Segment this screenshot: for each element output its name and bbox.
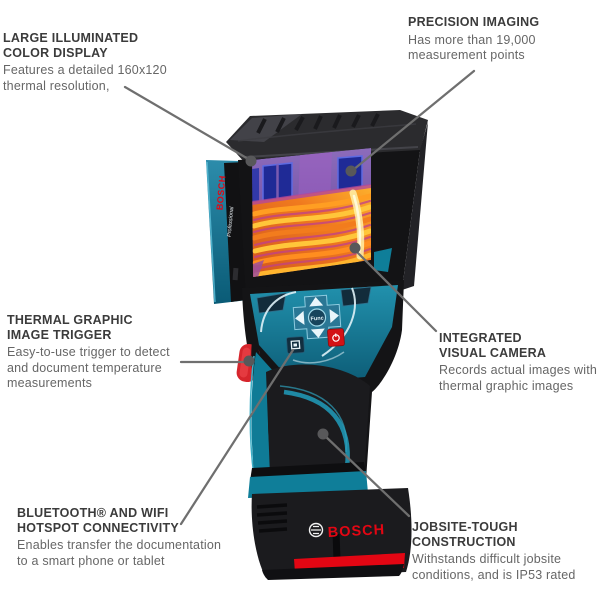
dpad: Func bbox=[292, 294, 342, 340]
callout-trigger-title: THERMAL GRAPHIC IMAGE TRIGGER bbox=[7, 313, 133, 342]
head-right-teal-accent bbox=[374, 248, 392, 272]
head-right-edge bbox=[402, 122, 428, 290]
func-button bbox=[307, 308, 327, 327]
bosch-emblem bbox=[308, 522, 324, 538]
callout-camera-title: INTEGRATED VISUAL CAMERA bbox=[439, 331, 547, 360]
battery-pack: BOSCH bbox=[248, 462, 412, 580]
device-head: BOSCH Professional bbox=[206, 110, 428, 304]
callout-bluetooth-body: Enables transfer the documentation to a … bbox=[17, 538, 222, 568]
handle-swoosh-highlight bbox=[279, 385, 348, 453]
bosch-logo-side: BOSCH bbox=[215, 175, 228, 211]
callout-jobsite-body: Withstands difficult jobsite conditions,… bbox=[412, 552, 576, 582]
callout-trigger-body: Easy-to-use trigger to detect and docume… bbox=[7, 345, 170, 390]
dot-display bbox=[245, 155, 257, 167]
swoosh-outlines bbox=[260, 287, 356, 364]
callout-precision: PRECISION IMAGING Has more than 19,000 m… bbox=[408, 15, 539, 64]
thermal-camera-device: BOSCH Professional bbox=[206, 110, 428, 580]
leader-jobsite bbox=[322, 433, 411, 518]
thermal-floor-fringe bbox=[252, 184, 371, 205]
professional-label-side: Professional bbox=[227, 206, 236, 237]
side-panel-rim bbox=[206, 161, 216, 303]
leader-display bbox=[123, 85, 252, 162]
thermal-display bbox=[252, 148, 371, 277]
dot-precision bbox=[345, 165, 357, 177]
control-panel: Func bbox=[250, 285, 398, 383]
gallery-icon bbox=[290, 340, 301, 350]
dpad-down-arrow bbox=[310, 328, 325, 338]
dot-camera bbox=[349, 242, 361, 254]
callout-camera: INTEGRATED VISUAL CAMERA Records actual … bbox=[439, 331, 597, 394]
callout-jobsite: JOBSITE-TOUGH CONSTRUCTION Withstands di… bbox=[412, 520, 576, 583]
callout-bluetooth: BLUETOOTH® AND WIFI HOTSPOT CONNECTIVITY… bbox=[17, 506, 221, 569]
dpad-left-arrow bbox=[295, 310, 305, 325]
leader-camera bbox=[353, 248, 438, 333]
callout-trigger: THERMAL GRAPHIC IMAGE TRIGGER Easy-to-us… bbox=[7, 313, 170, 392]
callout-display: LARGE ILLUMINATED COLOR DISPLAY Features… bbox=[3, 31, 167, 94]
thermal-window-far-left bbox=[252, 168, 259, 207]
dot-trigger bbox=[243, 355, 255, 367]
thermal-cool-corner bbox=[253, 260, 264, 277]
handle-front bbox=[266, 364, 370, 478]
callout-jobsite-title: JOBSITE-TOUGH CONSTRUCTION bbox=[412, 520, 518, 549]
callout-precision-title: PRECISION IMAGING bbox=[408, 15, 540, 29]
gallery-button bbox=[286, 336, 305, 354]
leader-bluetooth bbox=[179, 348, 295, 526]
func-button-label: Func bbox=[310, 316, 324, 323]
battery-slot bbox=[332, 533, 341, 559]
power-button bbox=[327, 328, 345, 347]
dot-jobsite bbox=[317, 428, 329, 440]
handle bbox=[249, 352, 370, 478]
head-top-ridge bbox=[237, 123, 417, 142]
dpad-right-arrow bbox=[329, 309, 339, 324]
handle-swoosh bbox=[283, 389, 350, 469]
dpad-up-arrow bbox=[309, 297, 324, 307]
callout-bluetooth-title: BLUETOOTH® AND WIFI HOTSPOT CONNECTIVITY bbox=[17, 506, 179, 535]
leader-precision bbox=[351, 69, 476, 172]
bezel-left-notch bbox=[232, 267, 239, 281]
callout-leader-lines bbox=[123, 69, 476, 526]
callout-display-title: LARGE ILLUMINATED COLOR DISPLAY bbox=[3, 31, 139, 60]
softkey-right-button bbox=[340, 286, 372, 307]
battery-base bbox=[262, 564, 404, 580]
callout-precision-body: Has more than 19,000 measurement points bbox=[408, 32, 536, 63]
callout-camera-body: Records actual images with thermal graph… bbox=[439, 363, 598, 393]
battery-ribs bbox=[256, 503, 288, 533]
callout-display-body: Features a detailed 160x120 thermal reso… bbox=[3, 63, 167, 93]
bosch-logo-battery: BOSCH bbox=[327, 522, 385, 541]
head-vents bbox=[256, 113, 380, 134]
callout-dots bbox=[243, 155, 361, 440]
